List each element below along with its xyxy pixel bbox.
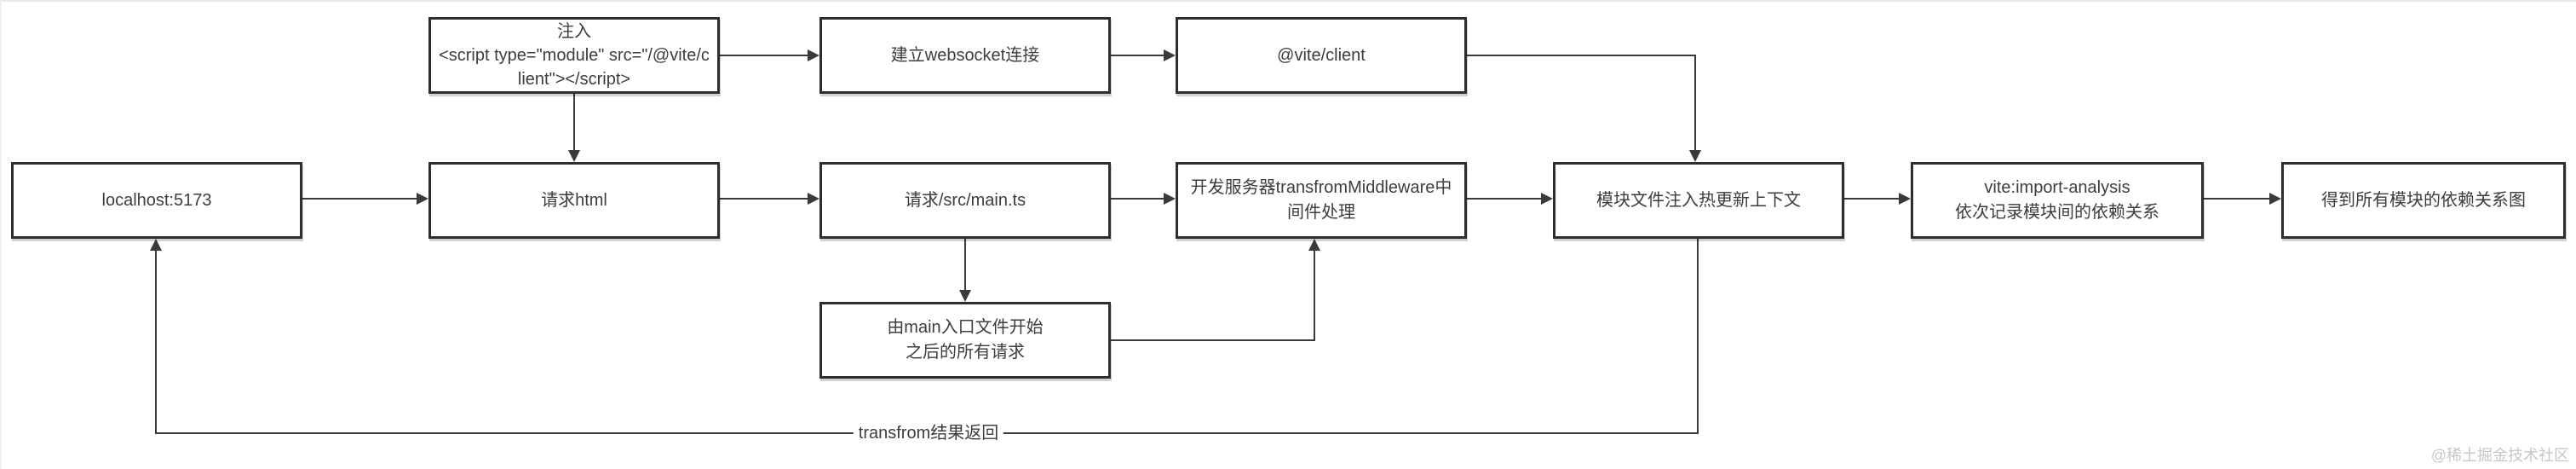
node-line: lient"></script> [517, 70, 631, 89]
flow-node-transform-middleware: 开发服务器transfromMiddleware中 间件处理 [1176, 162, 1467, 239]
node-line: localhost:5173 [101, 190, 212, 210]
flow-node-request-main-ts: 请求/src/main.ts [819, 162, 1111, 239]
arrowhead-up-icon [150, 239, 162, 251]
connector-vite-client-to-hmr-context-v [1694, 55, 1696, 150]
connector-inject-to-websocket [720, 55, 808, 56]
flow-node-vite-client: @vite/client [1176, 17, 1467, 94]
flow-node-import-analysis: vite:import-analysis 依次记录模块间的依赖关系 [1911, 162, 2204, 239]
connector-hmr-context-to-import-analysis [1844, 198, 1899, 200]
node-line: 请求/src/main.ts [904, 190, 1026, 210]
connector-main-entry-to-middleware-h [1111, 339, 1315, 341]
node-line: 模块文件注入热更新上下文 [1596, 190, 1801, 210]
flow-node-dependency-graph: 得到所有模块的依赖关系图 [2281, 162, 2566, 239]
arrowhead-right-icon [1164, 193, 1176, 205]
connector-middleware-to-hmr-context [1467, 198, 1541, 200]
connector-return-path-right-v [1697, 239, 1699, 434]
node-line: 间件处理 [1287, 203, 1355, 222]
arrowhead-right-icon [808, 193, 819, 205]
flow-node-hmr-context: 模块文件注入热更新上下文 [1553, 162, 1844, 239]
node-line: <script type="module" src="/@vite/c [439, 46, 710, 65]
arrowhead-right-icon [1899, 193, 1911, 205]
flow-node-inject-script: 注入 <script type="module" src="/@vite/c l… [428, 17, 720, 94]
node-line: 注入 [557, 22, 591, 41]
node-line: 依次记录模块间的依赖关系 [1955, 203, 2159, 222]
node-line: 开发服务器transfromMiddleware中 [1190, 178, 1452, 197]
juejin-watermark: @稀土掘金技术社区 [2430, 447, 2569, 464]
connector-return-path-left-v [155, 251, 157, 433]
arrowhead-up-icon [1308, 239, 1320, 251]
arrowhead-right-icon [417, 193, 428, 205]
arrowhead-down-icon [959, 290, 971, 302]
page-top-border [0, 0, 2576, 2]
arrowhead-right-icon [2269, 193, 2281, 205]
arrowhead-right-icon [1541, 193, 1553, 205]
return-edge-label: transfrom结果返回 [853, 422, 1004, 444]
arrowhead-right-icon [1164, 49, 1176, 61]
node-line: 得到所有模块的依赖关系图 [2321, 190, 2526, 210]
flow-node-websocket: 建立websocket连接 [819, 17, 1111, 94]
connector-import-analysis-to-dependency-graph [2204, 198, 2269, 200]
node-line: vite:import-analysis [1984, 178, 2130, 197]
arrowhead-right-icon [808, 49, 819, 61]
arrowhead-down-icon [1689, 150, 1701, 162]
connector-main-entry-to-middleware-v [1314, 251, 1315, 341]
node-line: 由main入口文件开始 [887, 318, 1044, 337]
connector-localhost-to-request-html [302, 198, 417, 200]
flow-node-main-entry-requests: 由main入口文件开始 之后的所有请求 [819, 302, 1111, 379]
connector-vite-client-to-hmr-context-h [1467, 55, 1696, 56]
node-line: 之后的所有请求 [906, 343, 1025, 362]
flow-node-localhost: localhost:5173 [11, 162, 302, 239]
node-line: 请求html [541, 190, 607, 210]
node-line: 建立websocket连接 [890, 45, 1040, 65]
page-left-border [0, 0, 2, 469]
connector-request-main-to-main-entry [964, 239, 966, 290]
connector-websocket-to-vite-client [1111, 55, 1164, 56]
node-line: @vite/client [1277, 45, 1366, 65]
arrowhead-down-icon [568, 150, 580, 162]
flow-node-request-html: 请求html [428, 162, 720, 239]
connector-request-main-to-middleware [1111, 198, 1164, 200]
connector-inject-to-request-html [573, 94, 575, 150]
connector-request-html-to-request-main [720, 198, 808, 200]
